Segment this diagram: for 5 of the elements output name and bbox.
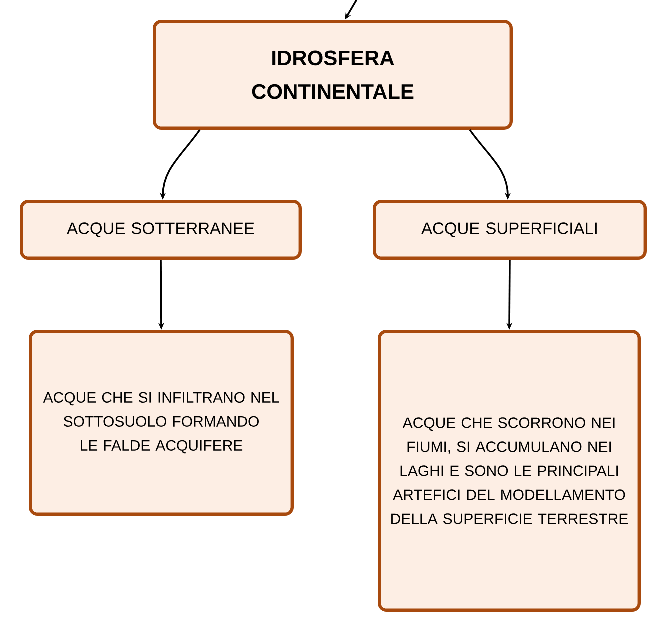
concept-box: ACQUE CHE SCORRONO NEI FIUMI, SI ACCUMULANO NEI LAGHI E SONO LE PRINCIPALI ARTEFICI DEL MODELLAMENTO DELLA SUPERFICIE TERRESTRE: [378, 330, 641, 612]
concept-box: ACQUE CHE SI INFILTRANO NEL SOTTOSUOLO FORMANDO LE FALDE ACQUIFERE: [29, 330, 294, 516]
concept-box: ACQUE SUPERFICIALI: [373, 200, 647, 260]
concept-box: ACQUE SOTTERRANEE: [20, 200, 302, 260]
concept-box: IDROSFERA CONTINENTALE: [153, 20, 513, 130]
